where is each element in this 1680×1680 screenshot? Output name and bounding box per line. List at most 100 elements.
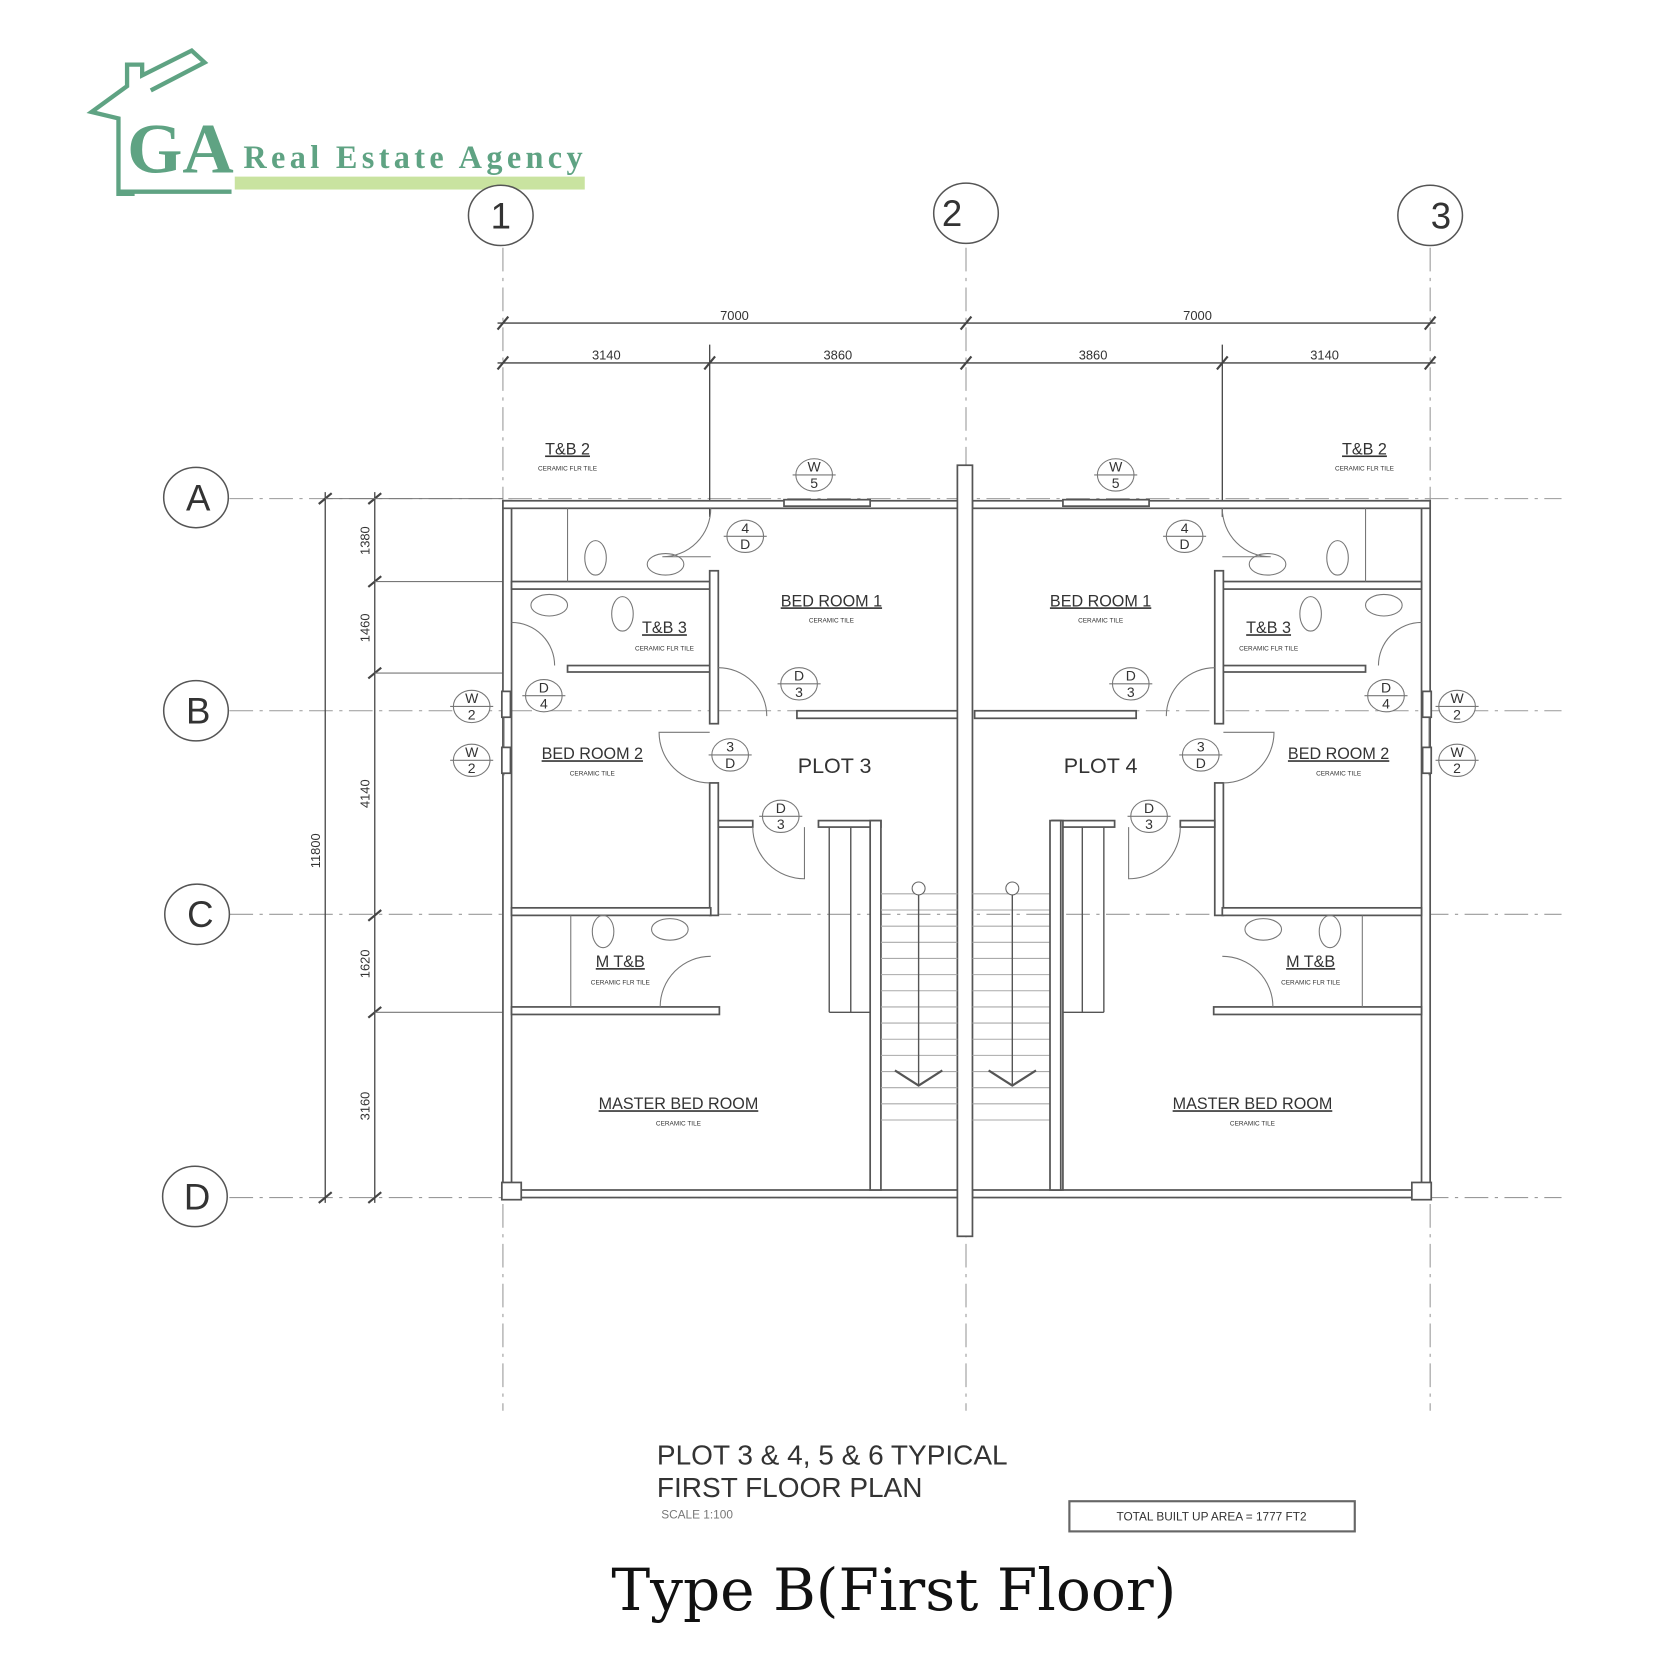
room-label-plot4-master: MASTER BED ROOM: [1173, 1095, 1333, 1113]
logo-initials: GA: [127, 110, 234, 188]
dim-left-sub-2: 1460: [357, 613, 372, 642]
svg-text:D: D: [776, 800, 786, 816]
svg-text:C: C: [187, 894, 213, 935]
window-tag-w2: W2: [1435, 743, 1479, 777]
svg-text:A: A: [186, 477, 211, 518]
room-finish: CERAMIC FLR TILE: [538, 466, 598, 473]
plot-4-label: PLOT 4: [1064, 754, 1138, 778]
svg-text:5: 5: [1112, 475, 1120, 491]
svg-text:3: 3: [777, 816, 785, 832]
room-finish: CERAMIC TILE: [1078, 617, 1124, 624]
arrow-head-icon: [894, 1069, 943, 1087]
svg-text:4: 4: [540, 696, 548, 712]
room-label-plot3-bed1: BED ROOM 1: [781, 592, 882, 610]
arrow-head-icon: [988, 1069, 1037, 1087]
svg-text:D: D: [794, 668, 804, 684]
title-line-2: FIRST FLOOR PLAN: [657, 1472, 923, 1503]
door-tag-d3: D3: [777, 667, 821, 701]
dim-left-sub-4: 1620: [357, 949, 372, 978]
svg-text:2: 2: [1453, 760, 1461, 776]
room-finish: CERAMIC TILE: [656, 1120, 702, 1127]
room-finish: CERAMIC FLR TILE: [635, 645, 695, 652]
svg-text:D: D: [1180, 536, 1190, 552]
grid-bubble-D: D: [161, 1165, 228, 1228]
dim-top-overall-1: 7000: [720, 308, 749, 323]
house-outline-icon: [86, 48, 209, 196]
title-line-1: PLOT 3 & 4, 5 & 6 TYPICAL: [657, 1440, 1008, 1471]
total-area-label: TOTAL BUILT UP AREA = 1777 FT2: [1116, 1510, 1306, 1524]
room-label-plot4-tb2: T&B 2: [1342, 440, 1387, 458]
svg-text:3: 3: [795, 684, 803, 700]
dim-top-sub-3: 3860: [1079, 348, 1108, 363]
stair-start-icon: [1005, 881, 1020, 896]
room-finish: CERAMIC FLR TILE: [1239, 645, 1299, 652]
room-label-plot4-tb3: T&B 3: [1246, 619, 1291, 637]
window-tag-w2: W2: [450, 743, 494, 777]
svg-text:W: W: [465, 690, 479, 706]
svg-text:D: D: [1126, 668, 1136, 684]
grid-bubble-3: 3: [1397, 184, 1464, 247]
svg-text:W: W: [1450, 690, 1464, 706]
dim-left-sub-3: 4140: [357, 779, 372, 808]
dim-top-sub-1: 3140: [592, 348, 621, 363]
svg-text:D: D: [740, 536, 750, 552]
svg-text:3: 3: [1431, 195, 1451, 236]
room-label-plot4-bed1: BED ROOM 1: [1050, 592, 1151, 610]
room-labels: T&B 2 CERAMIC FLR TILE T&B 3 CERAMIC FLR…: [538, 440, 1395, 1127]
caption: Type B(First Floor): [611, 1556, 1176, 1624]
svg-text:D: D: [539, 679, 549, 695]
room-finish: CERAMIC TILE: [809, 617, 855, 624]
room-finish: CERAMIC FLR TILE: [1335, 466, 1395, 473]
dim-left-overall: 11800: [308, 833, 323, 868]
logo-name: Real Estate Agency: [243, 139, 582, 175]
title-block: PLOT 3 & 4, 5 & 6 TYPICAL FIRST FLOOR PL…: [657, 1440, 1356, 1533]
room-label-plot3-bed2: BED ROOM 2: [542, 745, 643, 763]
svg-text:1: 1: [491, 195, 511, 236]
room-finish: CERAMIC TILE: [570, 770, 616, 777]
svg-text:2: 2: [1453, 706, 1461, 722]
svg-text:W: W: [465, 744, 479, 760]
dimension-lines: [318, 315, 1437, 1204]
svg-text:W: W: [1450, 744, 1464, 760]
room-label-plot3-master: MASTER BED ROOM: [599, 1095, 759, 1113]
door-tag-d3: D3: [1127, 799, 1171, 833]
svg-text:D: D: [1381, 679, 1391, 695]
door-tag-d3: D3: [1109, 667, 1153, 701]
room-label-plot3-tb2: T&B 2: [545, 440, 590, 458]
agency-logo: GA Real Estate Agency: [86, 48, 585, 196]
svg-text:3: 3: [1127, 684, 1135, 700]
room-label-plot4-bed2: BED ROOM 2: [1288, 745, 1389, 763]
party-wall: [956, 464, 974, 1238]
staircase: [880, 819, 1062, 1191]
svg-text:D: D: [725, 755, 735, 771]
grid-bubble-1: 1: [467, 184, 534, 247]
grid-bubble-A: A: [162, 466, 230, 529]
dim-top-sub-2: 3860: [823, 348, 852, 363]
room-finish: CERAMIC TILE: [1230, 1120, 1276, 1127]
svg-text:D: D: [1144, 800, 1154, 816]
room-finish: CERAMIC FLR TILE: [591, 979, 651, 986]
logo-underline-bar: [234, 176, 585, 190]
door-tag-d3b: 3D: [708, 738, 752, 772]
dim-top-sub-4: 3140: [1310, 348, 1339, 363]
plot-3-label: PLOT 3: [798, 754, 872, 778]
room-finish: CERAMIC FLR TILE: [1281, 979, 1341, 986]
door-tag-d4: 4D: [723, 519, 767, 553]
dim-top-overall-2: 7000: [1183, 308, 1212, 323]
title-scale: SCALE 1:100: [661, 1507, 733, 1521]
svg-text:2: 2: [942, 193, 962, 234]
svg-text:3: 3: [1197, 739, 1205, 755]
window-tag-w2: W2: [450, 689, 494, 724]
svg-text:D: D: [184, 1176, 210, 1217]
door-tag-d4b: D4: [522, 678, 566, 713]
svg-text:2: 2: [468, 760, 476, 776]
svg-text:5: 5: [810, 475, 818, 491]
svg-text:B: B: [186, 691, 210, 732]
door-tag-d3b: 3D: [1179, 738, 1223, 772]
svg-text:3: 3: [1145, 816, 1153, 832]
room-label-plot3-tb3: T&B 3: [642, 619, 687, 637]
svg-text:W: W: [1109, 459, 1123, 475]
room-label-plot4-mtb: M T&B: [1286, 953, 1335, 971]
